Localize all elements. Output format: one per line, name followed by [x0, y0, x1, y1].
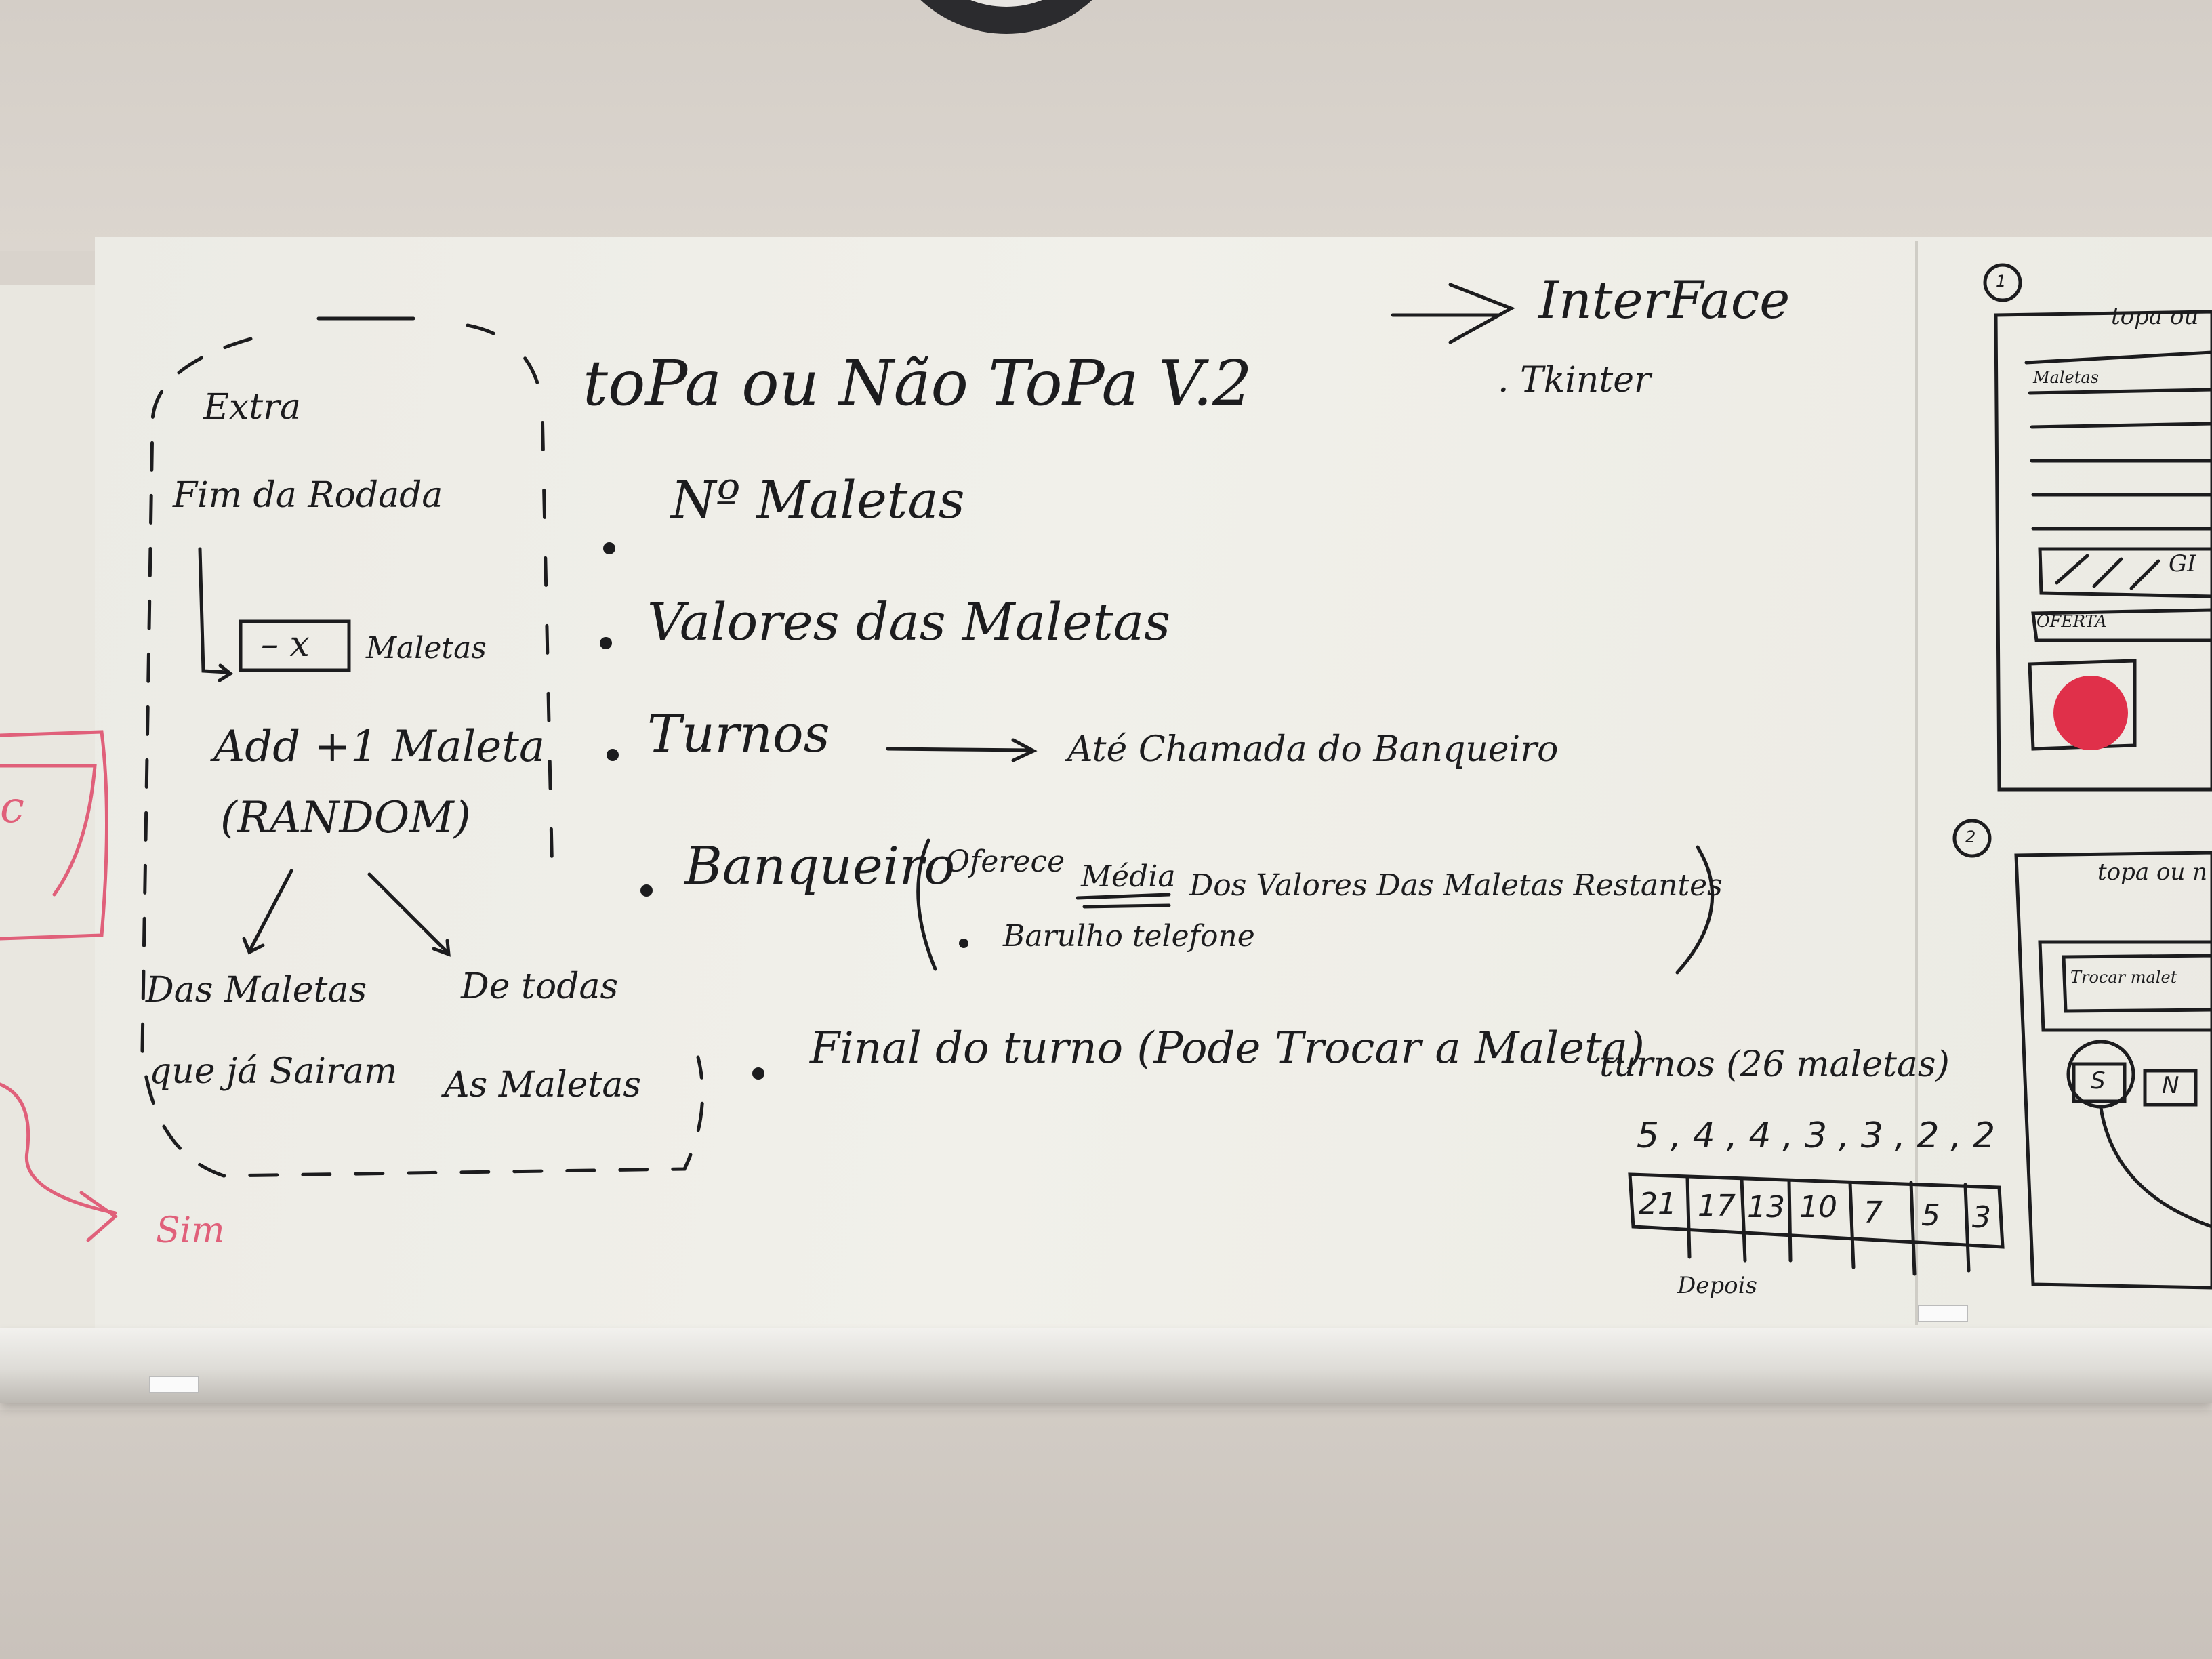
turnos-table-dividers: [1685, 1176, 1971, 1276]
bullet-final-turno: Final do turno (Pode Trocar a Maleta): [810, 1023, 1645, 1073]
sketch-1-title: topa ou: [2111, 303, 2199, 330]
fim-rodada-arrowhead: [218, 663, 234, 682]
sketch-2-title: topa ou n: [2097, 859, 2208, 886]
sketch-1-maletas: Maletas: [2033, 368, 2100, 387]
red-c-fragment: c: [0, 783, 24, 833]
clock-face: [908, 0, 1105, 7]
whiteboard: [95, 237, 2212, 1349]
wall-top: [0, 0, 2212, 251]
turnos-cell-5: 7: [1864, 1195, 1883, 1230]
sketch-2-n-box: [2143, 1069, 2198, 1107]
sketch-2-s: S: [2091, 1067, 2106, 1094]
wall-bottom: [0, 1410, 2212, 1659]
sketch-2-number: 2: [1965, 827, 1976, 846]
banqueiro-close-paren: [1675, 845, 1715, 975]
sketch-2-n: N: [2162, 1072, 2179, 1099]
minus-x-text: – x: [261, 624, 310, 665]
extra-dashed-outline: [140, 337, 705, 1178]
turnos-arrow-line: [886, 747, 1032, 752]
bullet-banqueiro: Banqueiro: [684, 836, 956, 896]
banqueiro-offer-media: Média: [1081, 859, 1176, 894]
whiteboard-seam: [1915, 241, 1918, 1325]
bullet-num-maletas: Nº Maletas: [671, 470, 965, 530]
interface-tkinter: . Tkinter: [1498, 360, 1651, 401]
option-right-line1: De todas: [461, 966, 619, 1007]
bullet-dot: [959, 939, 968, 948]
bullet-dot: [640, 884, 653, 897]
sketch-1-red-button: [2053, 676, 2128, 750]
bullet-valores: Valores das Maletas: [647, 592, 1171, 652]
turnos-cell-4: 10: [1799, 1190, 1837, 1225]
turnos-cell-6: 5: [1921, 1198, 1940, 1233]
extra-dashed-right: [466, 323, 554, 883]
sketch-2-trocar: Trocar malet: [2070, 968, 2177, 987]
arrow-right-head: [432, 939, 451, 957]
option-left-line2: que já Sairam: [149, 1051, 398, 1092]
arrow-right-option: [367, 872, 449, 954]
turnos-cell-7: 3: [1972, 1200, 1991, 1235]
bullet-dot: [603, 542, 615, 554]
sketch-1-list-lines: [2024, 350, 2212, 531]
turnos-cell-2: 17: [1698, 1189, 1736, 1223]
bullet-dot: [600, 637, 612, 649]
interface-heading: InterFace: [1538, 270, 1790, 330]
banqueiro-offer-prefix: Oferece: [945, 844, 1065, 879]
sketch-1-number: 1: [1996, 272, 2007, 291]
sketch-1-cut-label: GI: [2169, 550, 2196, 577]
sketch-1-frame: [1994, 310, 2212, 792]
option-right-line2: As Maletas: [444, 1065, 642, 1105]
sketch-2-frame: [2014, 851, 2212, 1290]
option-left-line1: Das Maletas: [146, 970, 367, 1010]
banqueiro-open-paren: [916, 838, 937, 971]
bullet-dot: [607, 749, 619, 761]
arrow-left-option: [249, 869, 293, 951]
sketch-1-number-circle: [1983, 263, 2022, 302]
banqueiro-sound: Barulho telefone: [1003, 919, 1255, 954]
red-left-box: [0, 730, 108, 941]
sketch-2-curve: [2099, 1106, 2212, 1229]
turnos-cell-1: 21: [1639, 1187, 1677, 1221]
turnos-calc-heading: turnos (26 maletas): [1599, 1044, 1950, 1085]
turnos-depois: Depois: [1677, 1272, 1757, 1299]
turnos-cell-3: 13: [1747, 1190, 1785, 1225]
board-title: toPa ou Não ToPa V.2: [583, 347, 1252, 419]
red-left-arrow-head: [79, 1191, 119, 1242]
minus-x-maletas: Maletas: [366, 631, 487, 665]
fim-rodada-bracket: [198, 547, 229, 674]
arrow-left-head: [242, 937, 265, 955]
sketch-1-hatch: [2055, 554, 2160, 590]
sketch-1-oferta-box: [2031, 608, 2212, 642]
red-left-inner: [0, 764, 97, 897]
extra-label: Extra: [203, 387, 302, 428]
add-one-maleta: Add +1 Maleta: [213, 722, 546, 772]
sketch-2-inner-box: [2038, 940, 2212, 1032]
sketch-1-button-box: [2028, 659, 2137, 751]
fim-rodada-label: Fim da Rodada: [173, 475, 443, 516]
interface-arrow-head: [1448, 283, 1515, 344]
turnos-arrow-head: [1011, 738, 1038, 762]
sketch-2-number-circle: [1952, 819, 1992, 858]
sketch-1-banner: [2038, 547, 2212, 598]
tray-label-right: [1918, 1305, 1968, 1322]
marker-tray: [0, 1328, 2212, 1403]
minus-x-box: [239, 619, 351, 672]
random-label: (RANDOM): [220, 793, 471, 843]
bullet-dot: [752, 1067, 764, 1080]
red-left-arrow-line: [0, 1082, 117, 1215]
red-sim: Sim: [156, 1210, 225, 1251]
banqueiro-offer-rest: Dos Valores Das Maletas Restantes: [1189, 868, 1723, 903]
turnos-table-outline: [1628, 1172, 2005, 1249]
turnos-note: Até Chamada do Banqueiro: [1067, 729, 1559, 770]
whiteboard-left-panel: [0, 285, 95, 1376]
bullet-turnos: Turnos: [647, 703, 830, 764]
tray-label: [149, 1376, 199, 1393]
media-underline: [1076, 893, 1171, 909]
sketch-2-trocar-box: [2062, 954, 2212, 1013]
sketch-2-s-box: [2072, 1062, 2127, 1103]
sketch-1-oferta: OFERTA: [2036, 612, 2107, 631]
turnos-calc-counts: 5 , 4 , 4 , 3 , 3 , 2 , 2: [1637, 1115, 1996, 1156]
